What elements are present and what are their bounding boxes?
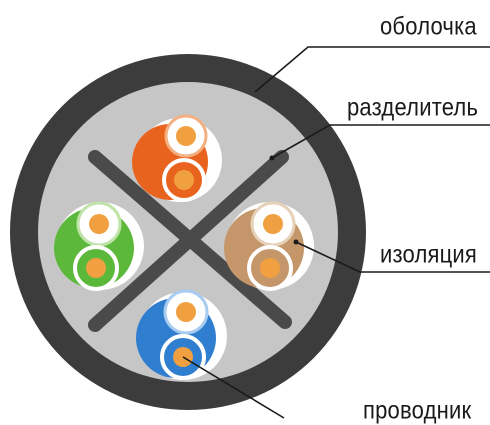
leader-sheath: [254, 46, 490, 93]
label-separator: разделитель: [347, 93, 479, 121]
label-sheath: оболочка: [380, 12, 477, 40]
blue-pair: [136, 289, 227, 380]
cross-separator: [88, 150, 292, 332]
leader-lines: [182, 46, 490, 419]
label-conductor: проводник: [363, 396, 472, 424]
leader-conductor: [182, 356, 285, 419]
green-pair: [54, 201, 144, 291]
leader-insulation: [295, 241, 490, 273]
orange-pair: [132, 114, 222, 202]
leader-dot-insulation: [293, 239, 299, 245]
leader-dot-separator: [269, 155, 275, 161]
brown-pair: [224, 201, 314, 291]
leader-separator: [271, 124, 490, 159]
label-insulation: изоляция: [380, 240, 478, 268]
